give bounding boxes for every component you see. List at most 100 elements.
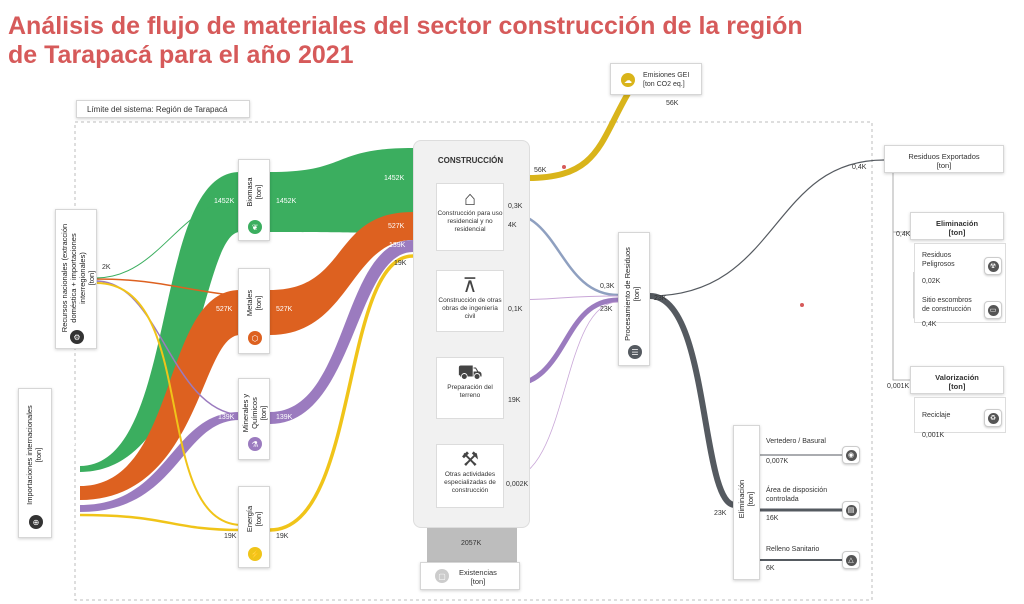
activity-terreno: ⛟ Preparación del terreno xyxy=(436,357,504,419)
crane-icon: ⊼ xyxy=(462,275,478,297)
flow-label: 0,3K xyxy=(508,203,523,210)
disposal-area-icon: ▤ xyxy=(842,501,860,519)
nacional-icon: ⚙ xyxy=(70,330,84,344)
energia-label: Energía [ton] xyxy=(245,505,263,533)
area-label: Área de disposición controlada xyxy=(766,487,828,503)
flow-label: 19K xyxy=(224,533,237,540)
flow-biomasa-construccion xyxy=(270,148,413,233)
flow-label: 0,3K xyxy=(600,283,615,290)
source-internacional-label: Importaciones internacionales [ton] xyxy=(25,405,43,505)
flow-label: 19K xyxy=(276,533,289,540)
flow-nac-biomasa xyxy=(95,199,241,279)
plug-icon: ⚡ xyxy=(248,547,262,561)
flow-label: 19K xyxy=(394,260,407,267)
flow-label: 139K xyxy=(276,414,293,421)
house-icon: ⌂ xyxy=(463,188,477,210)
flow-label: 527K xyxy=(216,306,233,313)
globe-icon: ⊕ xyxy=(29,515,43,529)
flow-label: 0,002K xyxy=(506,481,529,488)
flow-label: 1452K xyxy=(214,198,235,205)
flow-intl-energia xyxy=(79,513,241,532)
reciclaje-label: Reciclaje xyxy=(922,412,951,419)
flow-label: 0,1K xyxy=(508,306,523,313)
disposal-box: Eliminación [ton] xyxy=(733,425,760,580)
sanitary-fill-icon: △ xyxy=(842,551,860,569)
peligrosos-label: Residuos Peligrosos xyxy=(922,252,955,268)
emissions-label: Emisiones GEI [ton CO2 eq.] xyxy=(643,72,690,88)
processing-label: Procesamiento de Residuos [ton] xyxy=(623,247,641,341)
biomasa-label: Biomasa [ton] xyxy=(245,177,263,207)
material-energia-box: Energía [ton] ⚡ xyxy=(238,486,270,568)
construction-title: CONSTRUCCIÓN xyxy=(437,156,504,165)
flow-label: 4K xyxy=(508,222,517,229)
marker-dot xyxy=(800,303,804,307)
flow-label: 23K xyxy=(654,295,667,302)
stock-value: 2057K xyxy=(461,540,482,547)
stock-box: ▢ Existencias [ton] xyxy=(420,562,520,590)
exports-value: 0,4K xyxy=(852,164,867,171)
hazard-icon: ☢ xyxy=(984,257,1002,275)
page-title: Análisis de flujo de materiales del sect… xyxy=(8,12,803,69)
flow-label: 56K xyxy=(666,100,679,107)
hexagon-icon: ⬡ xyxy=(248,331,262,345)
system-boundary xyxy=(74,121,873,601)
flow-label: 527K xyxy=(276,306,293,313)
relleno-value: 6K xyxy=(766,565,775,572)
flask-icon: ⚗ xyxy=(248,437,262,451)
flow-label: 23K xyxy=(600,306,613,313)
flow-metales-construccion xyxy=(270,212,413,335)
activity-especializadas: ⚒ Otras actividades especializadas de co… xyxy=(436,444,504,508)
escombros-value: 0,4K xyxy=(922,321,937,328)
document-icon: ☰ xyxy=(628,345,642,359)
marker-dot xyxy=(562,165,566,169)
vertedero-value: 0,007K xyxy=(766,458,789,465)
flow-emisiones xyxy=(527,88,633,181)
cube-icon: ▢ xyxy=(435,569,449,583)
flow-intl-metales xyxy=(80,290,240,500)
flow-nac-energia xyxy=(95,282,241,526)
area-value: 16K xyxy=(766,515,779,522)
flow-intl-biomasa xyxy=(80,172,240,472)
leaf-icon: ❦ xyxy=(248,220,262,234)
exports-box: Residuos Exportados [ton] xyxy=(884,145,1004,173)
material-biomasa-box: Biomasa [ton] ❦ xyxy=(238,159,270,241)
flow-label: 527K xyxy=(388,223,405,230)
valorizacion-value: 0,001K xyxy=(887,383,910,390)
elim-right-box: Eliminación [ton] xyxy=(910,212,1004,240)
flow-label: 2K xyxy=(102,264,111,271)
material-minerales-box: Minerales y Químicos [ton] ⚗ xyxy=(238,378,270,460)
metales-label: Metales [ton] xyxy=(245,289,263,317)
cloud-icon: ☁ xyxy=(621,73,635,87)
emissions-box: ☁ Emisiones GEI [ton CO2 eq.] xyxy=(610,63,702,95)
recycle-icon: ♻ xyxy=(984,409,1002,427)
relleno-label: Relleno Sanitario xyxy=(766,546,820,553)
source-nacional-box: Recursos nacionales (extracción doméstic… xyxy=(55,209,97,349)
source-nacional-label: Recursos nacionales (extracción doméstic… xyxy=(60,223,96,333)
elim-right-value: 0,4K xyxy=(896,231,911,238)
disposal-label: Eliminación [ton] xyxy=(737,479,755,519)
flow-label: 19K xyxy=(508,397,521,404)
peligrosos-value: 0,02K xyxy=(922,278,941,285)
roller-icon: ⛟ xyxy=(457,362,483,384)
activity-ingenieria-label: Construcción de otras obras de ingenierí… xyxy=(438,297,502,320)
activity-terreno-label: Preparación del terreno xyxy=(447,384,493,399)
flow-label: 525K xyxy=(58,483,75,490)
landfill-icon: ◉ xyxy=(842,446,860,464)
flow-proc-exportados xyxy=(649,159,885,297)
flow-energia-construccion xyxy=(269,254,414,532)
vertedero-label: Vertedero / Basural xyxy=(766,438,826,445)
activity-especializadas-label: Otras actividades especializadas de cons… xyxy=(444,471,496,494)
material-metales-box: Metales [ton] ⬡ xyxy=(238,268,270,354)
flow-intl-minerales xyxy=(80,412,240,512)
flow-label: 1452K xyxy=(276,198,297,205)
flow-label: 1452K xyxy=(58,440,79,447)
flow-export-branches xyxy=(892,172,910,381)
flow-label: 23K xyxy=(714,510,727,517)
flow-label: 1452K xyxy=(384,175,405,182)
source-internacional-box: Importaciones internacionales [ton] ⊕ xyxy=(18,388,52,538)
processing-box: Procesamiento de Residuos [ton] ☰ xyxy=(618,232,650,366)
system-boundary-label: Límite del sistema: Región de Tarapacá xyxy=(76,100,250,118)
reciclaje-value: 0,001K xyxy=(922,432,945,439)
activity-residencial: ⌂ Construcción para uso residencial y no… xyxy=(436,183,504,251)
